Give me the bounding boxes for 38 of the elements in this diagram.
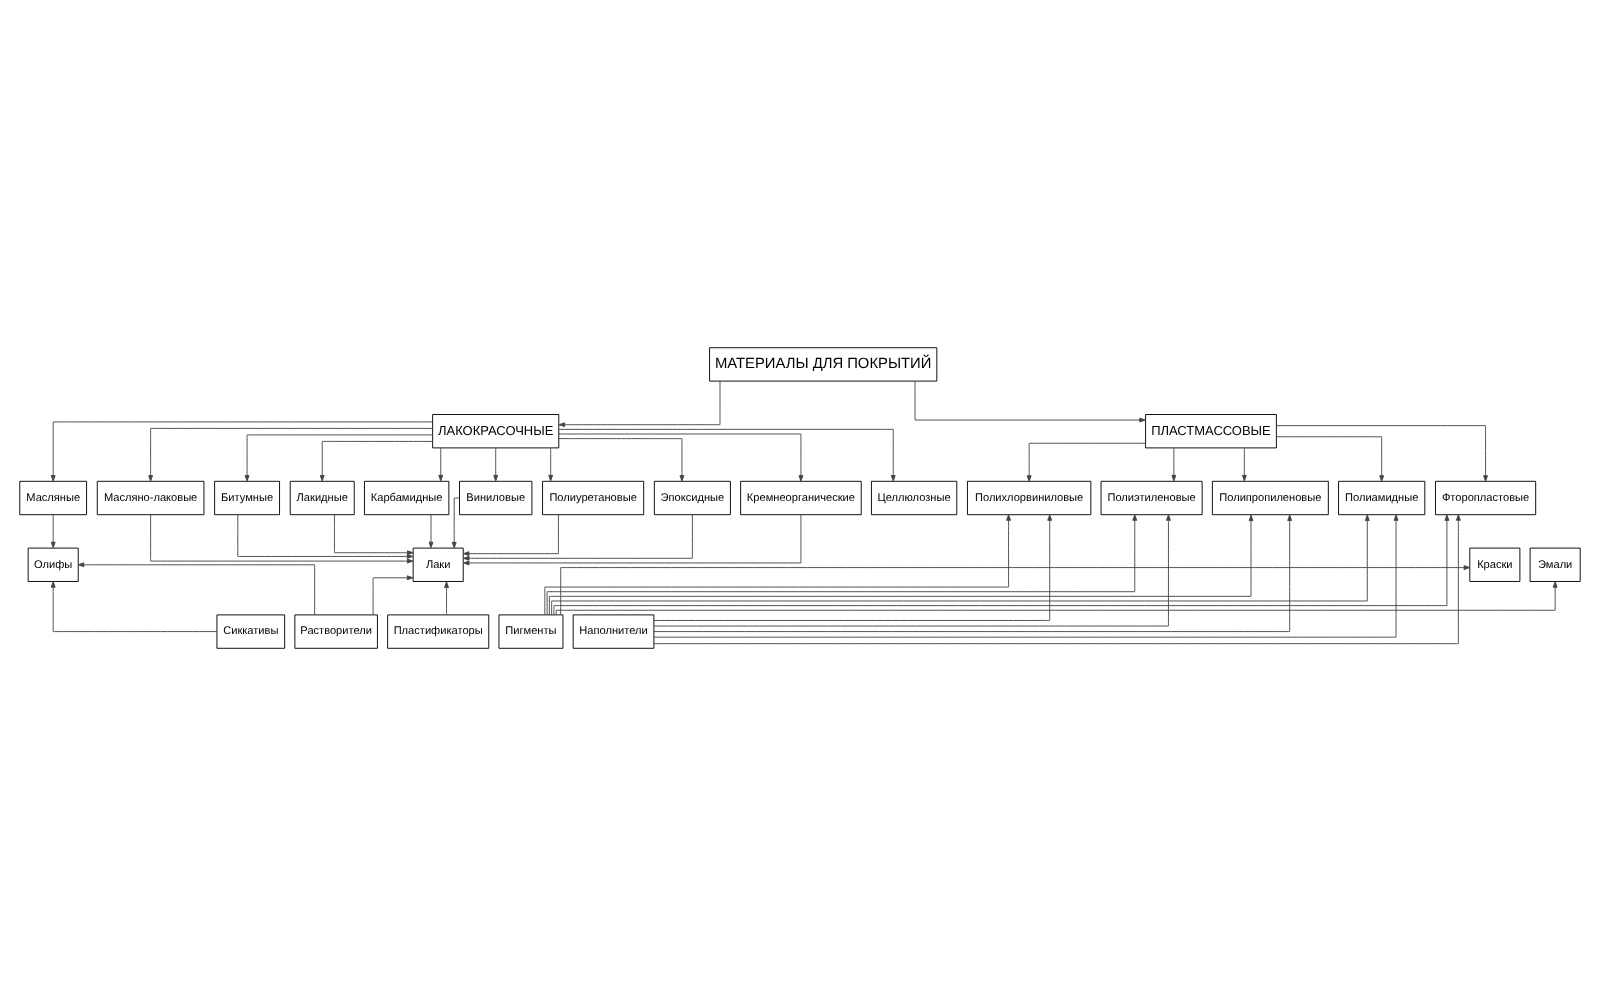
arrow (334, 514, 414, 556)
arrow (546, 514, 1138, 615)
arrow (1241, 447, 1247, 482)
arrow (50, 581, 218, 633)
arrow (548, 447, 554, 482)
arrow (558, 438, 685, 482)
arrow (558, 433, 804, 482)
arrow (50, 514, 56, 549)
arrow (237, 514, 414, 559)
arrow (451, 497, 460, 549)
arrow (438, 447, 444, 482)
arrow (462, 514, 559, 557)
arrow (148, 427, 433, 482)
arrow (50, 421, 433, 482)
arrow (493, 447, 499, 482)
arrow (77, 562, 316, 616)
arrow (444, 581, 449, 616)
arrow (1171, 447, 1177, 482)
arrow (463, 514, 693, 561)
arrow (653, 514, 1293, 633)
arrow (653, 514, 1171, 627)
arrow (1275, 425, 1488, 482)
arrow (319, 440, 434, 482)
arrow (372, 575, 414, 616)
arrow (653, 514, 1053, 621)
node-box: МАТЕРИАЛЫ ДЛЯ ПОКРЫТИЙ (709, 347, 938, 382)
arrow (428, 514, 434, 549)
arrow (544, 514, 1011, 616)
arrow (558, 380, 721, 428)
arrow (462, 514, 802, 566)
arrow (244, 434, 433, 482)
arrow (560, 565, 1471, 616)
arrow (1276, 436, 1385, 482)
arrow (150, 514, 414, 564)
arrow (914, 380, 1146, 423)
arrow (558, 428, 896, 482)
arrow (555, 581, 1558, 616)
arrow (1026, 442, 1146, 482)
